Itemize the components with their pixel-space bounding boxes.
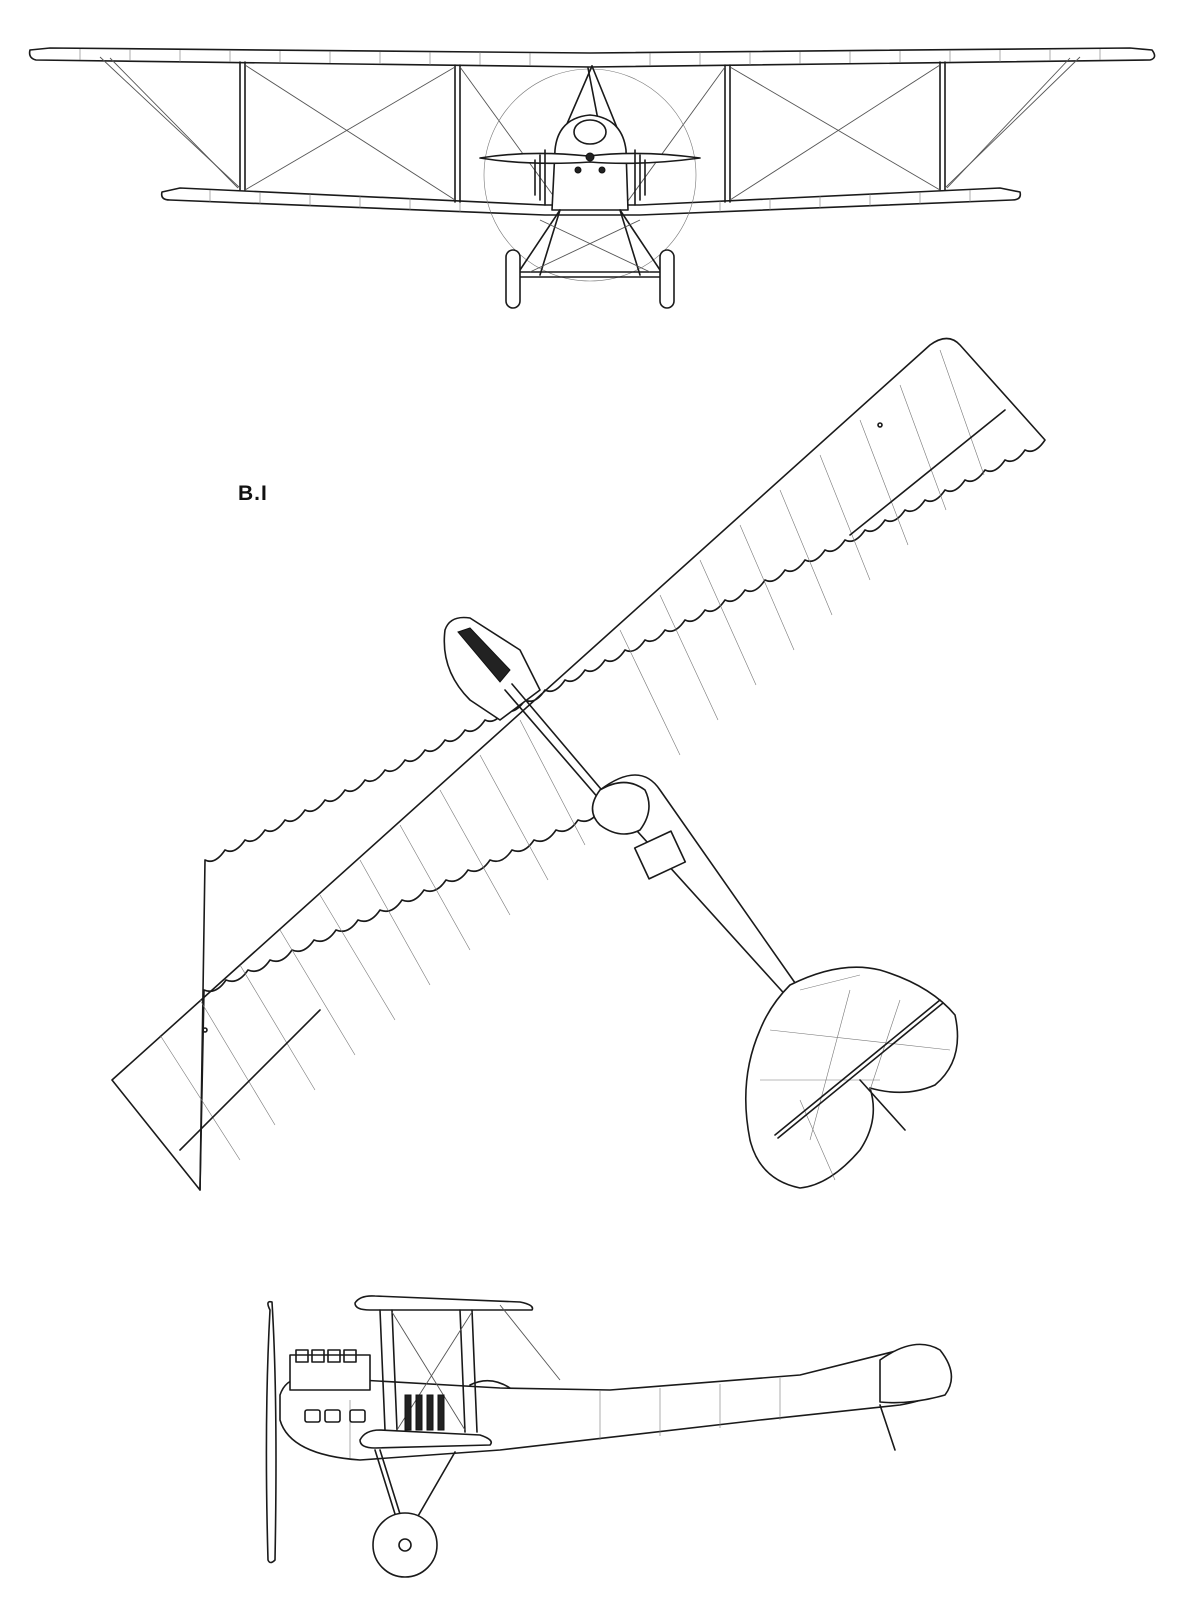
front-lower-wing [160,187,1022,216]
top-fuselage [599,774,801,1001]
top-aileron-pivot-left [202,1027,208,1033]
side-propeller [265,1300,277,1564]
front-radiator [573,119,607,145]
front-view [28,47,1156,309]
top-cockpit-ring [591,781,650,835]
front-cylinders-right [634,149,646,206]
front-exhaust-right [598,166,606,174]
side-lower-wing [359,1429,493,1449]
top-aileron-rods [179,409,1006,1151]
front-bracing-wires [99,56,1081,206]
top-wing [111,337,1046,1191]
top-tailskid [859,1079,906,1131]
front-cylinders-left [534,149,546,206]
top-aileron-pivot-right [877,422,883,428]
front-wheel-right [659,249,675,309]
side-fuselage-panels [349,1378,781,1458]
front-struts [239,61,946,203]
front-wheel-left [505,249,521,309]
front-gear-wires [529,219,651,273]
top-fuselage-spine [504,683,607,801]
side-wheel-hub [398,1538,412,1552]
front-landing-gear [519,209,661,278]
side-exhaust-ports [304,1409,366,1423]
top-engine-cylinders [457,627,511,683]
front-upper-wing [28,47,1156,68]
side-upper-wing [354,1295,534,1311]
side-fin [879,1343,953,1404]
side-cockpit-detail [404,1394,445,1431]
top-wing-trailing-edge [199,799,626,1191]
side-wheel [372,1512,438,1578]
top-tailplane-ribs [760,974,951,1181]
front-exhaust-left [574,166,582,174]
side-cockpit-opening [469,1379,511,1389]
side-tailskid [879,1404,896,1451]
top-view [111,337,1046,1191]
front-upper-wing-ribs [79,49,1101,66]
top-elevator-rod [774,999,944,1139]
side-engine-cylinders [295,1349,357,1363]
front-spinner [585,152,595,162]
variant-label: B.I [238,482,268,505]
top-wing-ribs [159,349,985,1161]
side-view [265,1295,953,1578]
side-engine [289,1354,371,1391]
front-lower-wing-ribs [209,190,971,212]
top-cockpit-hatch [633,830,687,880]
